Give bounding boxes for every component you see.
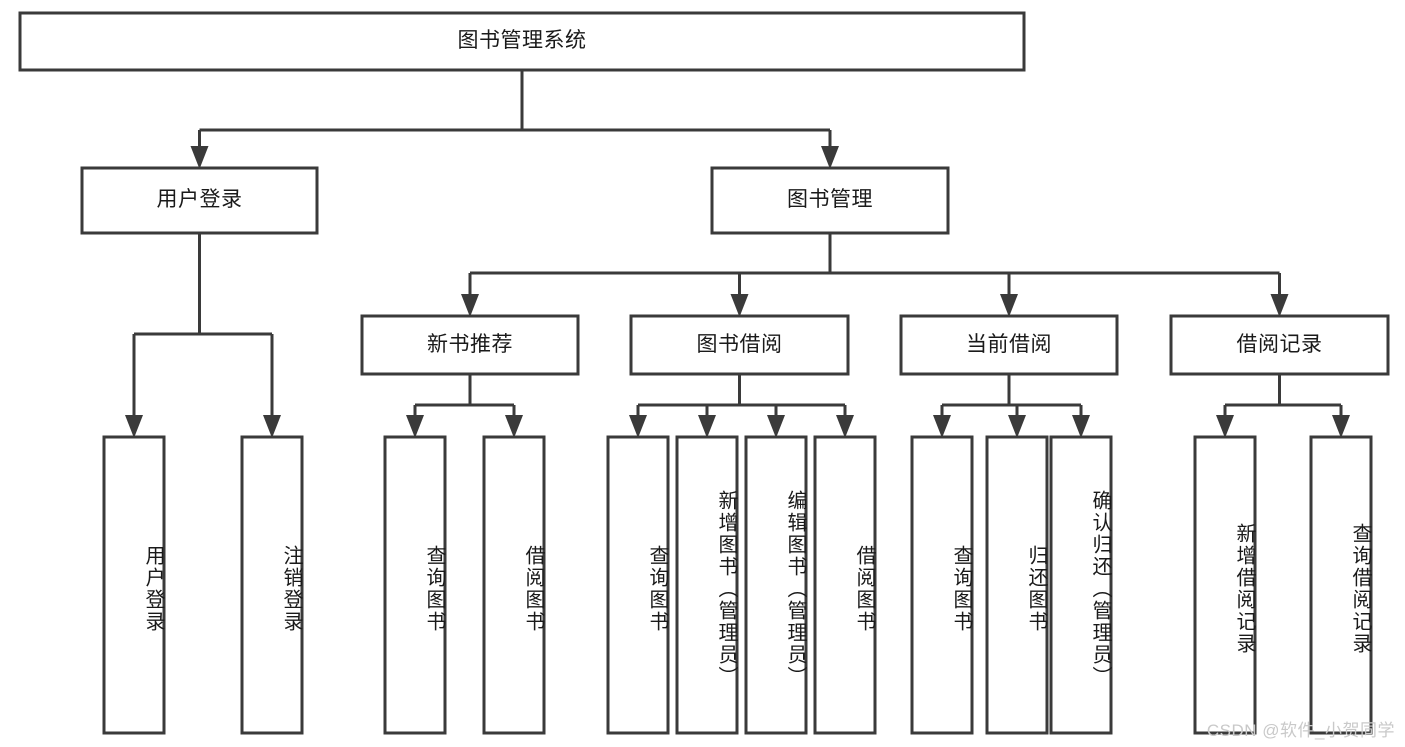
arrow-head-icon [821, 146, 839, 169]
node-box-leaf-query-record[interactable] [1309, 435, 1373, 735]
node-box-leaf-add-book[interactable] [675, 435, 739, 735]
arrow-head-icon [730, 294, 749, 317]
arrow-head-icon [1000, 294, 1018, 317]
arrow-head-icon [263, 415, 281, 438]
arrow-head-icon [125, 415, 143, 438]
node-box-current-borrow[interactable] [899, 314, 1119, 376]
arrow-head-icon [767, 415, 785, 438]
arrow-head-icon [1270, 294, 1289, 317]
arrow-head-icon [461, 294, 479, 317]
node-box-book-manage[interactable] [710, 166, 950, 235]
node-box-layer [18, 11, 1390, 735]
node-box-new-book-recommend[interactable] [360, 314, 580, 376]
node-box-leaf-edit-book[interactable] [744, 435, 808, 735]
node-box-leaf-user-login[interactable] [102, 435, 166, 735]
node-box-user-login[interactable] [80, 166, 319, 235]
node-box-leaf-query-book-rec[interactable] [383, 435, 447, 735]
arrow-head-icon [406, 415, 424, 438]
node-box-leaf-logout[interactable] [240, 435, 304, 735]
csdn-watermark: CSDN @软件_小贺同学 [1206, 721, 1395, 740]
arrow-head-icon [629, 415, 647, 438]
node-box-leaf-borrow-book-rec[interactable] [482, 435, 546, 735]
arrow-head-icon [1332, 415, 1350, 438]
arrow-head-icon [933, 415, 951, 438]
node-box-leaf-query-book-cur[interactable] [910, 435, 974, 735]
arrow-head-icon [698, 415, 716, 438]
connector-layer [125, 70, 1350, 438]
node-box-leaf-return-book[interactable] [985, 435, 1049, 735]
arrow-head-icon [1008, 415, 1026, 438]
arrow-head-icon [505, 415, 523, 438]
node-box-leaf-query-book-borrow[interactable] [606, 435, 670, 735]
node-box-leaf-confirm-return[interactable] [1049, 435, 1113, 735]
node-box-borrow-record[interactable] [1169, 314, 1390, 376]
node-box-root[interactable] [18, 11, 1026, 72]
node-box-leaf-add-record[interactable] [1193, 435, 1257, 735]
arrow-head-icon [836, 415, 854, 438]
node-box-leaf-borrow-book[interactable] [813, 435, 877, 735]
arrow-head-icon [190, 146, 209, 169]
arrow-head-icon [1216, 415, 1234, 438]
arrow-head-icon [1072, 415, 1090, 438]
node-box-book-borrow[interactable] [629, 314, 850, 376]
